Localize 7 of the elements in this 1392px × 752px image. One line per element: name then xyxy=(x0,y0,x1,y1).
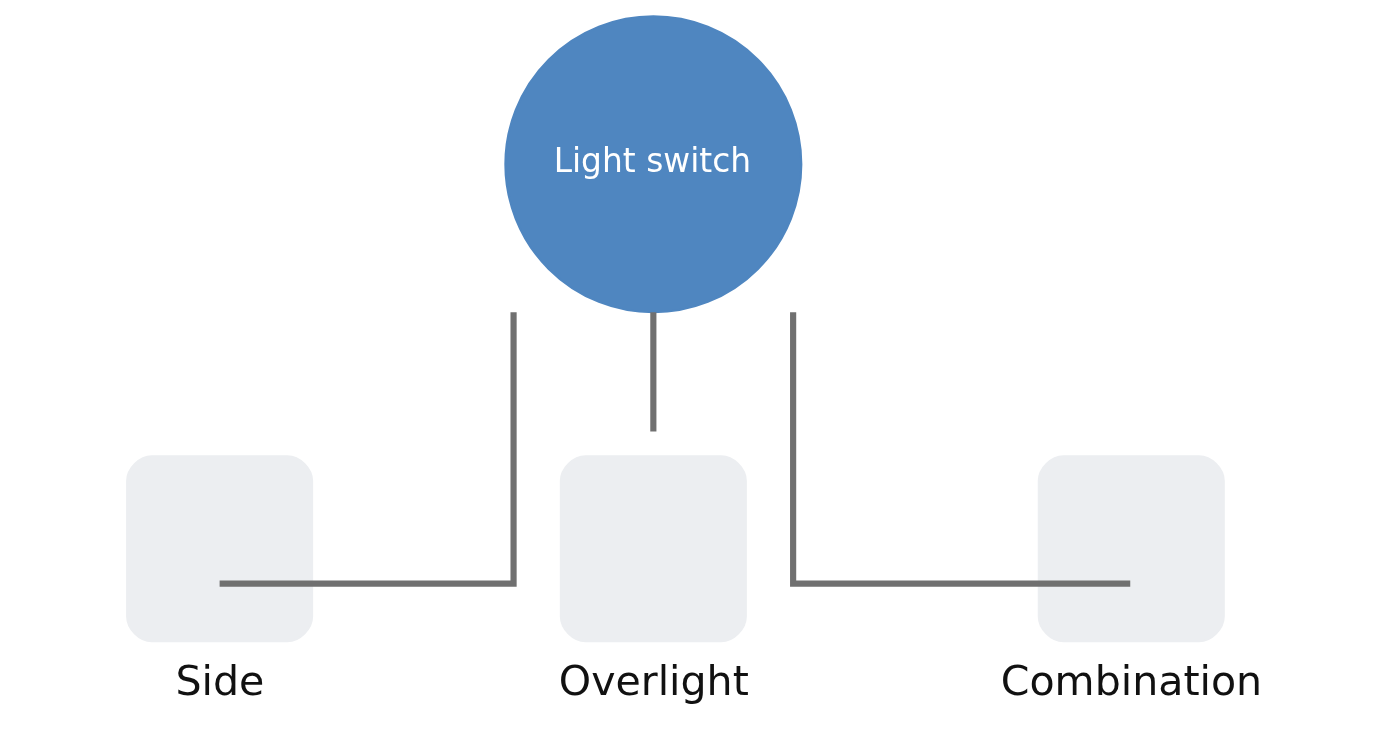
node-label: Side xyxy=(175,656,265,705)
node-label: Overlight xyxy=(558,656,749,705)
node-label: Combination xyxy=(1000,656,1263,705)
node-circle: Light switch xyxy=(504,15,803,314)
connector xyxy=(650,312,657,432)
connector xyxy=(219,312,517,587)
connector xyxy=(790,312,1131,587)
